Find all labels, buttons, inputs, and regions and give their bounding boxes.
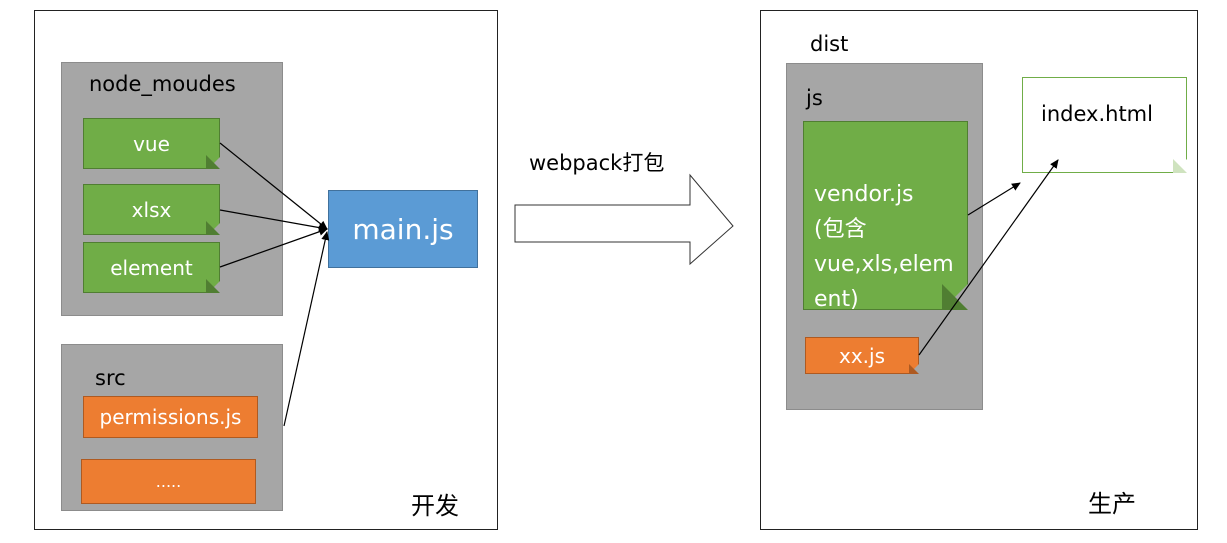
dist-title: dist xyxy=(810,32,849,56)
xlsx-to-main-arrow xyxy=(219,209,328,232)
index-html-note: index.html xyxy=(1022,77,1187,173)
src-title: src xyxy=(95,366,126,390)
permissions-js-file: permissions.js xyxy=(83,396,258,438)
permissions-js-label: permissions.js xyxy=(99,405,242,429)
ellipsis-label: ..... xyxy=(155,472,182,491)
js-folder-title: js xyxy=(806,86,823,110)
vendor-js-label: vendor.js (包含 vue,xls,elem ent) xyxy=(814,182,954,312)
xlsx-note: xlsx xyxy=(83,184,220,235)
ellipsis-file: ..... xyxy=(81,459,256,504)
vue-note: vue xyxy=(83,118,220,169)
xx-js-file: xx.js xyxy=(805,337,919,374)
xx-to-index-arrow xyxy=(918,159,1059,356)
xx-js-label: xx.js xyxy=(838,343,885,368)
vue-to-main-arrow xyxy=(219,142,328,230)
vendor-js-note: vendor.js (包含 vue,xls,elem ent) xyxy=(803,121,968,312)
node-modules-title: node_moudes xyxy=(89,72,236,96)
element-to-main-arrow xyxy=(219,227,328,268)
vue-label: vue xyxy=(133,131,170,156)
element-label: element xyxy=(110,255,193,280)
element-note: element xyxy=(83,242,220,293)
prod-panel-label: 生产 xyxy=(1088,490,1136,518)
index-html-label: index.html xyxy=(1041,102,1153,126)
xlsx-label: xlsx xyxy=(131,197,172,222)
dev-panel-label: 开发 xyxy=(411,492,459,520)
main-js-box: main.js xyxy=(328,190,478,268)
webpack-label: webpack打包 xyxy=(529,151,665,175)
permissions-to-main-arrow xyxy=(283,231,330,427)
vendor-to-index-arrow xyxy=(967,182,1021,216)
main-js-label: main.js xyxy=(352,212,454,246)
webpack-arrow xyxy=(514,173,734,266)
